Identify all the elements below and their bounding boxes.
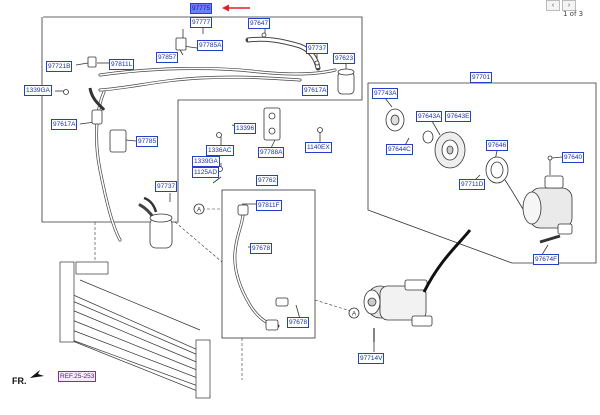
callout-97743A[interactable]: 97743A xyxy=(372,88,399,99)
section-marker-a1-label: A xyxy=(197,207,202,214)
callout-13396[interactable]: 13396 xyxy=(234,123,257,134)
hose-assembly-frame xyxy=(221,189,316,339)
callout-97647[interactable]: 97647 xyxy=(248,18,271,29)
highlight-pointer-arrow xyxy=(222,4,250,12)
front-direction-arrow xyxy=(30,370,44,378)
callout-97617A-right[interactable]: 97617A xyxy=(302,85,329,96)
callout-97857[interactable]: 97857 xyxy=(156,52,179,63)
callout-1339GA-center[interactable]: 1339GA xyxy=(192,156,220,167)
callout-1125AD[interactable]: 1125AD xyxy=(192,167,220,178)
compressor-kit-parts xyxy=(385,108,573,244)
callout-97811L[interactable]: 97811L xyxy=(109,59,135,70)
callout-97721B[interactable]: 97721B xyxy=(46,61,73,72)
discharge-hose xyxy=(233,213,280,328)
accumulator-97623 xyxy=(337,68,355,95)
callout-1339GA-left[interactable]: 1339GA xyxy=(24,85,52,96)
callout-97678-lower[interactable]: 97678 xyxy=(287,317,310,328)
callout-97711D[interactable]: 97711D xyxy=(459,179,486,190)
section-marker-a2-label: A xyxy=(352,311,357,318)
callout-97678-upper[interactable]: 97678 xyxy=(250,243,273,254)
callout-97785A[interactable]: 97785A xyxy=(197,40,224,51)
callout-97777[interactable]: 97777 xyxy=(190,17,213,28)
callout-97714V[interactable]: 97714V xyxy=(358,353,385,364)
bracket-97788A xyxy=(263,107,281,141)
compressor-assembly xyxy=(363,279,433,342)
next-page-button[interactable]: › xyxy=(562,0,576,11)
callout-97762[interactable]: 97762 xyxy=(256,175,279,186)
section-marker-a1 xyxy=(193,203,205,215)
receiver-97737 xyxy=(143,196,173,249)
callout-97617A-left[interactable]: 97617A xyxy=(51,119,78,130)
callout-97775[interactable]: 97775 xyxy=(190,3,213,14)
compressor-kit-pointer xyxy=(422,229,472,293)
callout-97640[interactable]: 97640 xyxy=(562,152,585,163)
callout-97674F[interactable]: 97674F xyxy=(533,254,560,265)
callout-97811F[interactable]: 97811F xyxy=(256,200,282,211)
callout-1140EX[interactable]: 1140EX xyxy=(305,142,332,153)
main-assembly-frame xyxy=(41,16,363,223)
callout-97737-upper[interactable]: 97737 xyxy=(306,43,329,54)
front-marker-label: FR. xyxy=(12,376,27,386)
section-marker-a2 xyxy=(348,307,360,319)
condenser xyxy=(59,261,211,399)
callout-97644C[interactable]: 97644C xyxy=(386,144,413,155)
prev-page-button[interactable]: ‹ xyxy=(546,0,560,11)
callout-97643E[interactable]: 97643E xyxy=(445,111,472,122)
callout-97788A[interactable]: 97788A xyxy=(258,147,285,158)
reference-link-25-253[interactable]: REF.25-253 xyxy=(58,371,97,382)
callout-97646[interactable]: 97646 xyxy=(486,140,509,151)
callout-97701[interactable]: 97701 xyxy=(470,72,493,83)
page-indicator: 1 of 3 xyxy=(563,10,584,18)
compressor-kit-frame xyxy=(367,82,597,264)
pipe-clips xyxy=(63,32,323,172)
callout-97643A[interactable]: 97643A xyxy=(416,111,443,122)
callout-1336AC[interactable]: 1336AC xyxy=(206,145,234,156)
callout-97623[interactable]: 97623 xyxy=(333,53,356,64)
callout-97785[interactable]: 97785 xyxy=(136,136,159,147)
callout-97737-lower[interactable]: 97737 xyxy=(155,181,178,192)
